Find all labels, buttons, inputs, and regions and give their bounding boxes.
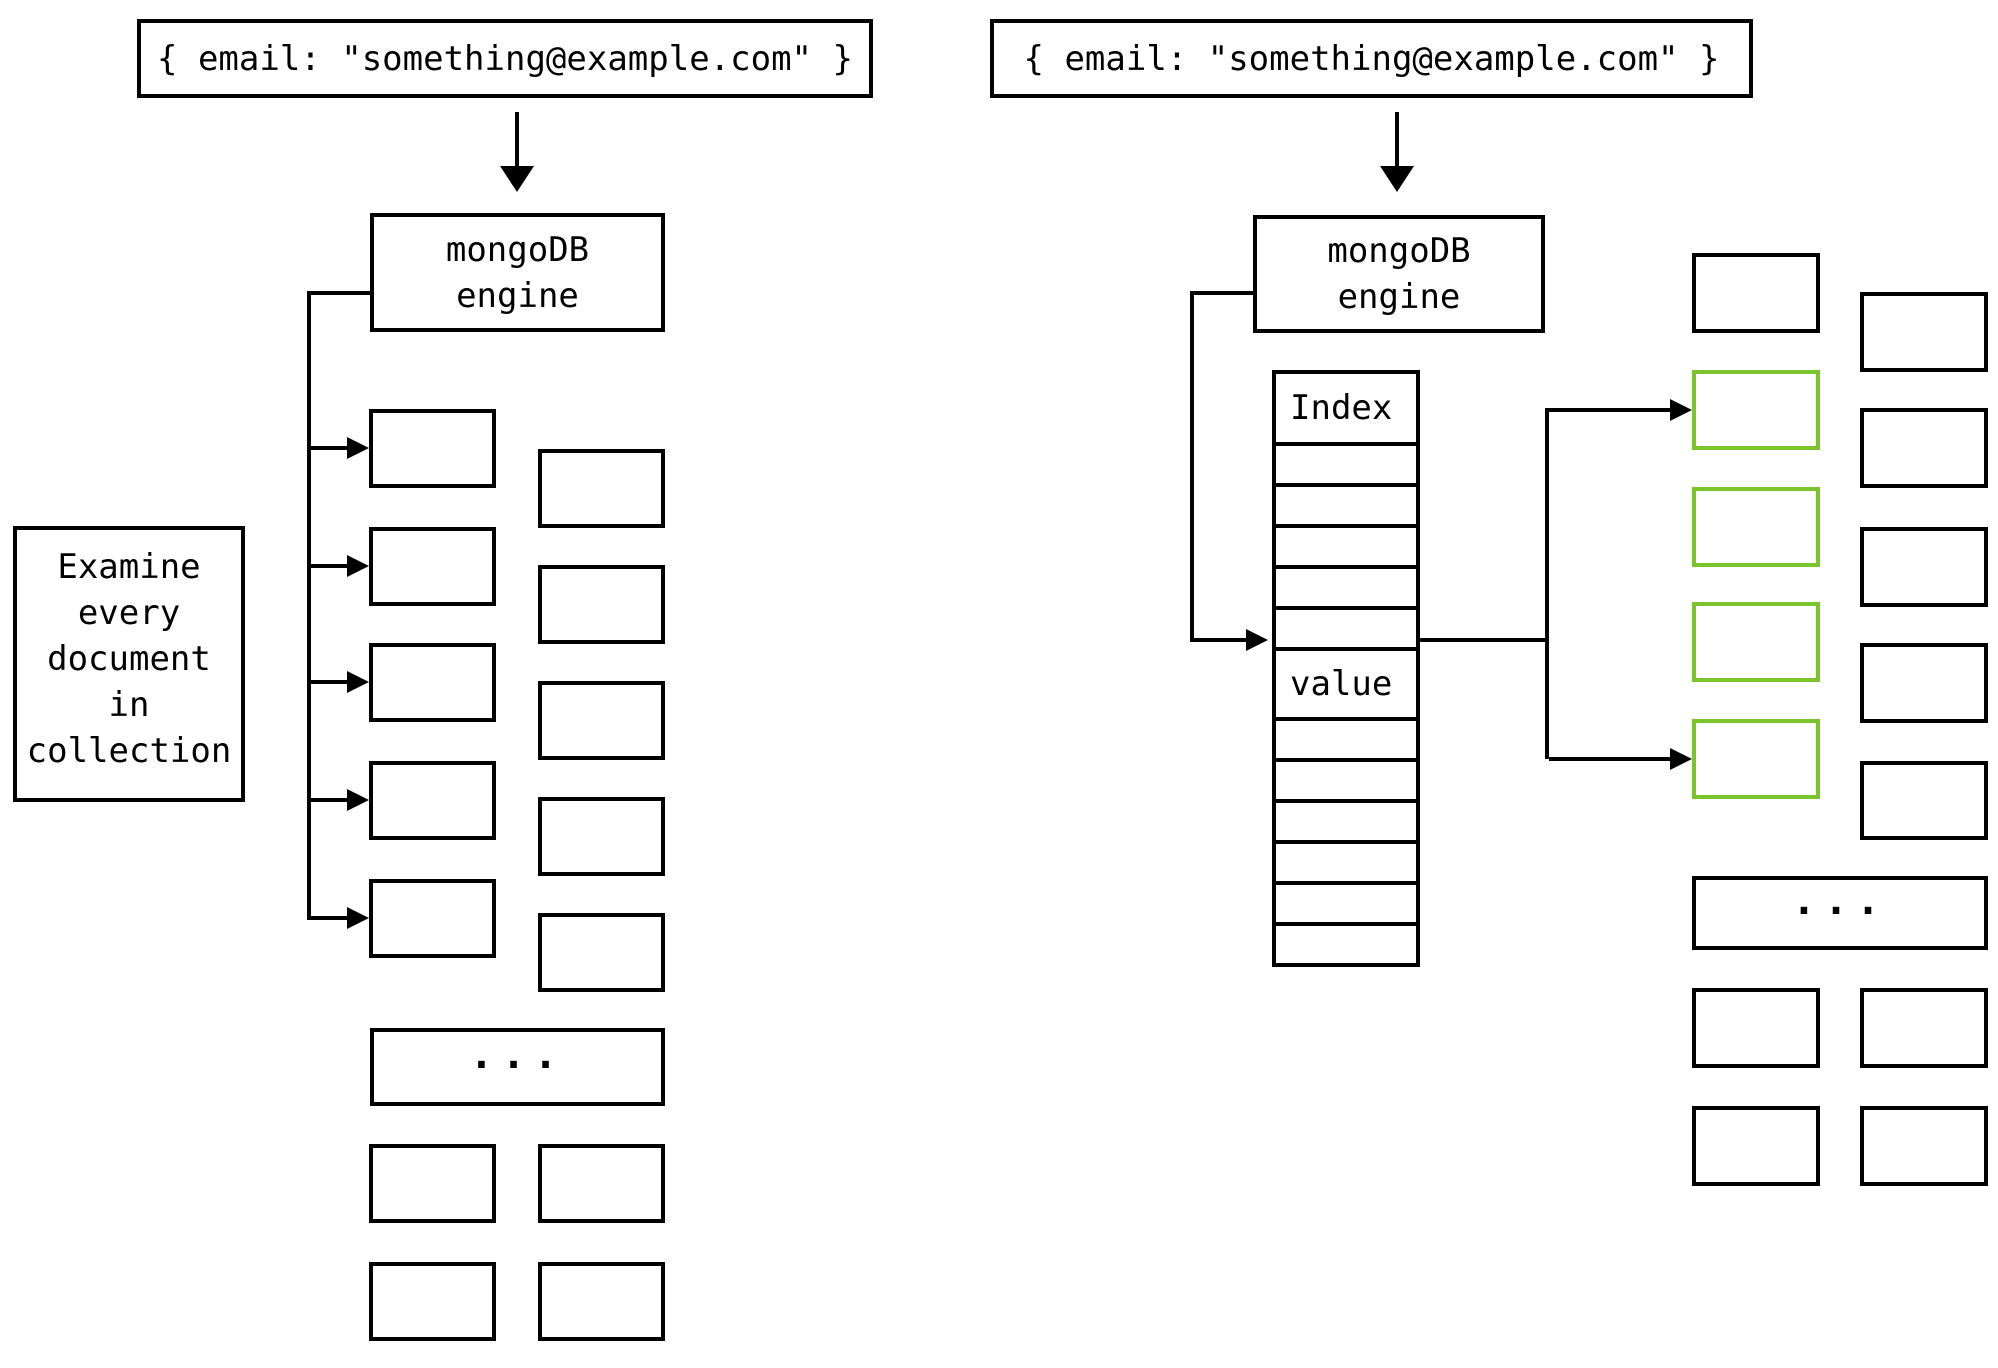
connector-line: [1194, 638, 1246, 642]
connector-line: [311, 680, 347, 684]
index-row: [1276, 881, 1416, 922]
arrow-right-icon: [1670, 399, 1692, 421]
connector-line: [311, 798, 347, 802]
matched-document-box: [1692, 487, 1820, 567]
document-box: [1860, 292, 1988, 372]
document-box: [1692, 1106, 1820, 1186]
arrow-right-icon: [347, 555, 369, 577]
connector-line: [1190, 291, 1194, 642]
matched-document-box: [1692, 370, 1820, 450]
document-box: [369, 879, 496, 958]
document-box: [1860, 761, 1988, 840]
engine-label: mongoDB engine: [445, 229, 590, 316]
arrow-right-icon: [1670, 748, 1692, 770]
index-row: [1276, 758, 1416, 799]
document-box: [1860, 1106, 1988, 1186]
document-box: [369, 527, 496, 606]
arrow-right-icon: [347, 789, 369, 811]
connector-line: [307, 291, 311, 920]
index-value-label: value: [1290, 664, 1393, 704]
arrow-down-icon: [1380, 166, 1414, 192]
query-text: { email: "something@example.com" }: [157, 38, 853, 79]
document-box: [538, 797, 665, 876]
document-box: [1860, 527, 1988, 607]
index-row: [1276, 483, 1416, 524]
index-rows-before: [1276, 442, 1416, 647]
document-box: [538, 1262, 665, 1341]
engine-label: mongoDB engine: [1327, 231, 1471, 317]
note-box: Examine every document in collection: [13, 526, 245, 802]
arrow-right-icon: [347, 671, 369, 693]
index-row: [1276, 442, 1416, 483]
index-row: [1276, 799, 1416, 840]
document-box: [538, 681, 665, 760]
arrow-shaft: [515, 112, 519, 166]
index-row: [1276, 717, 1416, 758]
index-table: Index value: [1272, 370, 1420, 967]
document-box: [538, 565, 665, 644]
ellipsis-text: ...: [1791, 878, 1889, 924]
index-row: [1276, 922, 1416, 963]
engine-box: mongoDB engine: [1253, 215, 1545, 333]
document-box: [538, 1144, 665, 1223]
query-box: { email: "something@example.com" }: [990, 19, 1753, 98]
arrow-right-icon: [347, 437, 369, 459]
matched-document-box: [1692, 719, 1820, 799]
connector-line: [1549, 408, 1670, 412]
arrow-right-icon: [347, 907, 369, 929]
document-box: [1860, 408, 1988, 488]
connector-line: [307, 291, 370, 295]
engine-box: mongoDB engine: [370, 213, 665, 332]
matched-document-box: [1692, 602, 1820, 682]
query-text: { email: "something@example.com" }: [1023, 38, 1720, 79]
document-box: [369, 643, 496, 722]
query-box: { email: "something@example.com" }: [137, 19, 873, 98]
document-box: [1692, 988, 1820, 1068]
index-value-cell: value: [1276, 647, 1416, 717]
index-header-cell: Index: [1276, 374, 1416, 442]
document-box: [369, 409, 496, 488]
document-box: [369, 761, 496, 840]
arrow-down-icon: [500, 166, 534, 192]
connector-line: [311, 446, 347, 450]
document-box: [1692, 253, 1820, 333]
connector-line: [1420, 638, 1549, 642]
arrow-shaft: [1395, 112, 1399, 166]
index-row: [1276, 524, 1416, 565]
connector-line: [1190, 291, 1253, 295]
ellipsis-box: ...: [370, 1028, 665, 1106]
ellipsis-box: ...: [1692, 876, 1988, 950]
ellipsis-text: ...: [469, 1032, 566, 1078]
document-box: [369, 1144, 496, 1223]
note-text: Examine every document in collection: [26, 547, 232, 771]
index-row: [1276, 840, 1416, 881]
connector-line: [1549, 757, 1670, 761]
index-row: [1276, 606, 1416, 647]
index-rows-after: [1276, 717, 1416, 963]
document-box: [1860, 643, 1988, 723]
document-box: [538, 913, 665, 992]
connector-line: [1545, 408, 1549, 759]
connector-line: [311, 916, 347, 920]
document-box: [1860, 988, 1988, 1068]
document-box: [538, 449, 665, 528]
index-row: [1276, 565, 1416, 606]
index-header-label: Index: [1290, 388, 1393, 428]
connector-line: [311, 564, 347, 568]
document-box: [369, 1262, 496, 1341]
arrow-right-icon: [1246, 629, 1268, 651]
